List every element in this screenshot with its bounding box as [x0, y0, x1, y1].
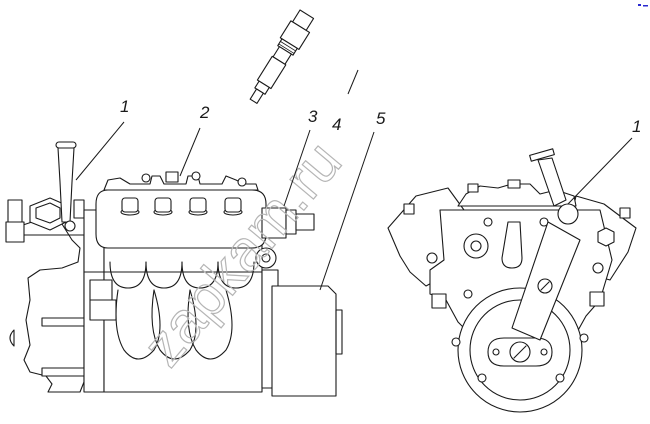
leader-4	[347, 69, 359, 95]
callout-5: 5	[376, 109, 386, 128]
leader-lines	[75, 69, 633, 291]
pump-front-view	[387, 148, 637, 413]
callout-4: 4	[332, 115, 341, 134]
pump-side-view	[5, 141, 343, 397]
leader-3	[283, 129, 311, 207]
callout-1-right: 1	[632, 117, 641, 136]
leader-1-right	[567, 137, 633, 205]
callouts: 1 2 3 4 5 1	[120, 97, 641, 136]
leader-1-left	[75, 121, 125, 181]
leader-2	[179, 127, 201, 177]
injector	[249, 9, 315, 104]
leader-5	[319, 131, 375, 291]
callout-1-left: 1	[120, 97, 129, 116]
callout-2: 2	[199, 103, 210, 122]
plunger-caps	[120, 197, 243, 216]
callout-3: 3	[308, 107, 318, 126]
corner-mark	[638, 4, 648, 7]
